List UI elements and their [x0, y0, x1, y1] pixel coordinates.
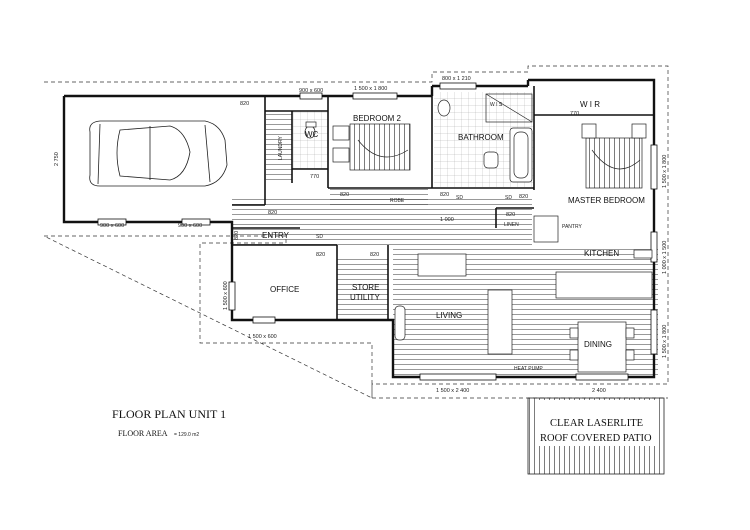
room-label-master: MASTER BEDROOM	[568, 196, 645, 205]
wc-floor	[292, 111, 328, 169]
floor-area-value: = 129.0 m2	[174, 432, 199, 438]
dim-hall-width: 1 000	[440, 217, 454, 223]
room-label-robe: ROBE	[390, 198, 405, 204]
room-label-bedroom2: BEDROOM 2	[353, 114, 402, 123]
dim-living-window: 1 500 x 2 400	[436, 388, 469, 394]
dim-door-master: 820	[519, 194, 528, 200]
robe-floor	[330, 188, 428, 208]
dim-bed2-window: 1 500 x 1 800	[354, 86, 387, 92]
dim-door-store: 820	[370, 252, 379, 258]
dim-door-linen: 820	[506, 212, 515, 218]
room-label-wc: WC	[305, 130, 319, 139]
room-label-store: STORE	[352, 283, 379, 292]
bed-icon	[332, 123, 411, 171]
dim-kitchen-window: 1 000 x 1 500	[662, 241, 668, 274]
dim-garage-depth: 2 750	[54, 152, 60, 166]
master-bed-icon	[581, 123, 647, 189]
dim-office-window-side: 1 500 x 600	[223, 281, 229, 310]
patio-label-box	[536, 400, 656, 446]
windows	[97, 82, 658, 381]
patio-label-line1: CLEAR LASERLITE	[550, 418, 643, 429]
room-label-kitchen: KITCHEN	[584, 249, 619, 258]
dim-door-bath: 820	[440, 192, 449, 198]
dim-garage-window-left: 900 x 600	[100, 223, 124, 229]
dim-door-bed2: 820	[340, 192, 349, 198]
room-label-pantry: PANTRY	[562, 224, 582, 230]
dim-door-wir: 770	[570, 111, 579, 117]
room-label-laundry: LAUNDRY	[278, 136, 284, 160]
room-label-dining: DINING	[584, 340, 612, 349]
sd-label-entry: SD	[316, 234, 323, 240]
dim-door-garage: 820	[240, 101, 249, 107]
floor-area-label: FLOOR AREA	[118, 429, 168, 438]
room-label-living: LIVING	[436, 311, 462, 320]
exterior-walls	[62, 78, 656, 379]
furniture	[394, 215, 653, 373]
sd-label-bath: SD	[456, 195, 463, 201]
room-label-linen: LINEN	[504, 222, 519, 228]
sd-label-hall: SD	[505, 195, 512, 201]
bathroom-fixtures	[304, 93, 533, 183]
plan-title: FLOOR PLAN UNIT 1	[112, 407, 226, 421]
dim-master-window: 1 500 x 1 800	[662, 155, 668, 188]
dim-door-wc: 770	[310, 174, 319, 180]
room-label-utility: UTILITY	[350, 293, 380, 302]
laundry-floor	[266, 111, 292, 183]
room-label-bathroom: BATHROOM	[458, 133, 504, 142]
dim-office-window-bottom: 1 500 x 600	[248, 334, 277, 340]
dim-slider: 2 400	[592, 388, 606, 394]
dim-door-office: 820	[316, 252, 325, 258]
car-icon	[89, 120, 228, 187]
eaves-outline	[43, 65, 669, 399]
store-floor	[337, 255, 388, 317]
patio-label-line2: ROOF COVERED PATIO	[540, 433, 652, 444]
dim-dining-window: 1 500 x 1 800	[662, 325, 668, 358]
dim-garage-window-right: 900 x 600	[178, 223, 202, 229]
room-label-office: OFFICE	[270, 285, 299, 294]
dim-door-entry: 820	[234, 231, 240, 240]
interior-walls	[232, 86, 654, 320]
heat-pump-label: HEAT PUMP	[514, 366, 543, 372]
dim-wc-window: 900 x 600	[299, 88, 323, 94]
dim-bath-window: 800 x 1 210	[442, 76, 471, 82]
dim-door-laundry: 820	[268, 210, 277, 216]
room-label-wir: W I R	[580, 100, 600, 109]
room-label-entry: ENTRY	[262, 231, 290, 240]
wis-label: W I S	[490, 102, 503, 108]
